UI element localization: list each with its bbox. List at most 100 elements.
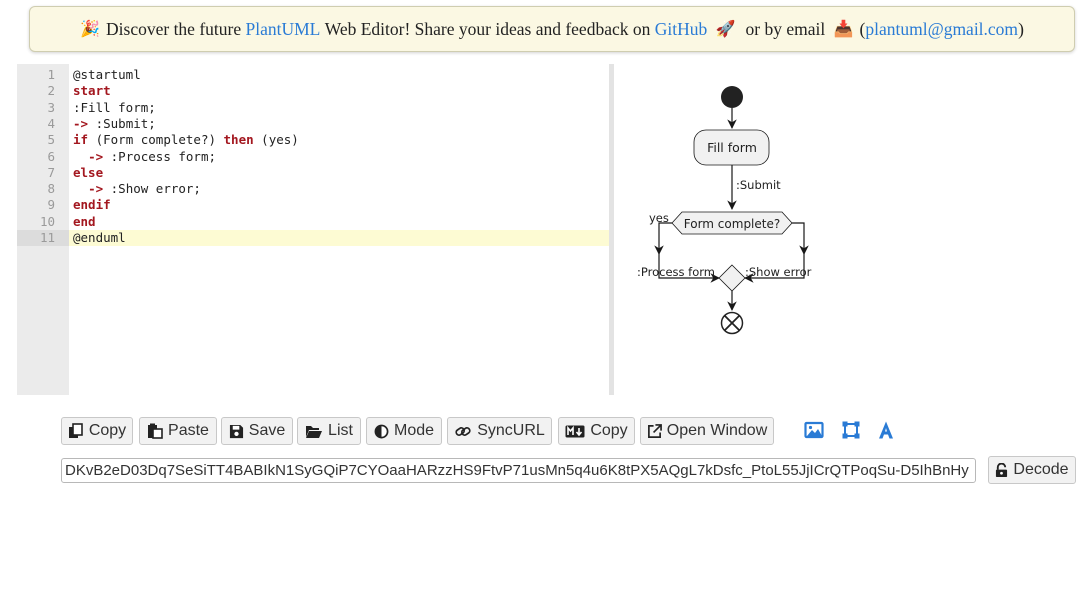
code-line[interactable]: 3 :Fill form; xyxy=(17,100,609,116)
markdown-icon xyxy=(565,425,585,437)
encoded-diagram-input[interactable]: DKvB2eD03Dq7SeSiTT4BABIkN1SyGQiP7CYOaaHA… xyxy=(61,458,976,483)
end-node xyxy=(720,311,744,335)
code-line[interactable]: 10 end xyxy=(17,214,609,230)
banner-paren-open: ( xyxy=(859,18,866,39)
save-button[interactable]: Save xyxy=(221,417,293,445)
code-keyword: -> xyxy=(73,115,89,131)
code-line[interactable]: 2 start xyxy=(17,83,609,99)
code-text: -> :Process form; xyxy=(73,149,216,165)
merge-node xyxy=(718,264,746,292)
folder-open-icon xyxy=(306,425,323,438)
save-button-label: Save xyxy=(248,422,286,439)
process-form-label: :Process form xyxy=(637,265,715,279)
line-number: 2 xyxy=(47,83,55,99)
code-text: start xyxy=(73,83,111,99)
code-line[interactable]: 1 @startuml xyxy=(17,67,609,83)
code-text: else xyxy=(73,165,103,181)
announcement-banner: 🎉 Discover the future PlantUML Web Edito… xyxy=(29,6,1075,52)
banner-text-1: Discover the future xyxy=(106,18,242,39)
code-keyword: else xyxy=(73,164,104,180)
party-popper-icon: 🎉 xyxy=(80,21,101,38)
open-window-button[interactable]: Open Window xyxy=(640,417,774,445)
copy-icon xyxy=(68,423,83,438)
plantuml-link[interactable]: PlantUML xyxy=(245,18,321,39)
line-number: 5 xyxy=(47,132,55,148)
rocket-icon: 🚀 xyxy=(715,21,736,38)
line-number: 11 xyxy=(17,230,69,247)
paste-button-label: Paste xyxy=(168,422,209,439)
link-icon xyxy=(455,426,471,436)
inbox-icon: 📥 xyxy=(833,21,854,38)
start-node xyxy=(721,86,743,108)
mode-button[interactable]: Mode xyxy=(366,417,442,445)
code-token: :Show error; xyxy=(103,181,201,197)
external-link-icon xyxy=(647,423,662,438)
code-line[interactable]: 6 -> :Process form; xyxy=(17,149,609,165)
code-line[interactable]: 9 endif xyxy=(17,197,609,213)
image-icon[interactable] xyxy=(804,420,824,440)
line-number: 3 xyxy=(47,99,55,115)
code-keyword: -> xyxy=(88,181,104,197)
code-text: @enduml xyxy=(73,230,126,246)
save-icon xyxy=(229,424,243,438)
code-keyword: endif xyxy=(73,197,111,213)
code-keyword: then xyxy=(223,132,254,148)
banner-paren-close: ) xyxy=(1018,18,1024,39)
code-line[interactable]: 5 if (Form complete?) then (yes) xyxy=(17,132,609,148)
line-number: 4 xyxy=(47,115,55,131)
code-keyword: if xyxy=(73,132,89,148)
code-token: :Fill form; xyxy=(73,99,156,115)
code-text: endif xyxy=(73,197,111,213)
code-line[interactable]: 11 @enduml xyxy=(17,230,609,247)
decode-button-label: Decode xyxy=(1013,461,1069,478)
yes-label: yes xyxy=(649,211,669,225)
code-editor[interactable]: 1 @startuml 2 start 3 :Fill form; 4 -> :Submit;… xyxy=(17,64,609,395)
line-number: 9 xyxy=(47,197,55,213)
markdown-copy-button-label: Copy xyxy=(590,422,628,439)
code-text: end xyxy=(73,214,96,230)
line-number: 1 xyxy=(47,67,55,82)
diagram-preview: Fill form :Submit Form complete? yes :Pr… xyxy=(637,86,812,335)
code-token: :Submit; xyxy=(88,115,156,131)
syncurl-button[interactable]: SyncURL xyxy=(447,417,552,445)
paste-button[interactable]: Paste xyxy=(139,417,217,445)
unlock-icon xyxy=(996,462,1008,477)
copy-button[interactable]: Copy xyxy=(61,417,133,445)
font-icon[interactable] xyxy=(876,420,896,440)
line-number: 10 xyxy=(39,213,55,229)
code-text: if (Form complete?) then (yes) xyxy=(73,132,299,148)
crop-icon[interactable] xyxy=(841,420,861,440)
email-link[interactable]: plantuml@gmail.com xyxy=(865,18,1019,39)
code-text: @startuml xyxy=(73,67,141,83)
line-number-gutter xyxy=(17,64,69,395)
code-text: -> :Submit; xyxy=(73,116,156,132)
list-button[interactable]: List xyxy=(297,417,361,445)
code-token: :Process form; xyxy=(103,148,217,164)
decision-label: Form complete? xyxy=(684,217,780,231)
show-error-label: :Show error xyxy=(745,265,812,279)
banner-text-2: Web Editor! Share your ideas and feedbac… xyxy=(324,18,651,39)
code-keyword: -> xyxy=(88,148,104,164)
code-line[interactable]: 4 -> :Submit; xyxy=(17,116,609,132)
code-token xyxy=(73,181,88,196)
editor-scrollbar[interactable] xyxy=(609,64,614,395)
code-token: (Form complete?) xyxy=(88,132,224,148)
code-token: @enduml xyxy=(73,230,126,245)
line-number: 6 xyxy=(47,148,55,164)
paste-icon xyxy=(148,423,163,439)
code-text: -> :Show error; xyxy=(73,181,201,197)
mode-button-label: Mode xyxy=(393,422,435,439)
list-button-label: List xyxy=(328,422,353,439)
syncurl-button-label: SyncURL xyxy=(477,422,545,439)
code-keyword: start xyxy=(73,83,111,99)
code-text: :Fill form; xyxy=(73,100,156,116)
decode-button[interactable]: Decode xyxy=(988,456,1076,484)
markdown-copy-button[interactable]: Copy xyxy=(558,417,635,445)
activity-fill-form-label: Fill form xyxy=(707,140,757,155)
code-token xyxy=(73,149,88,164)
code-line[interactable]: 8 -> :Show error; xyxy=(17,181,609,197)
github-link[interactable]: GitHub xyxy=(654,18,708,39)
code-token: @startuml xyxy=(73,67,141,82)
open-window-button-label: Open Window xyxy=(666,422,768,439)
